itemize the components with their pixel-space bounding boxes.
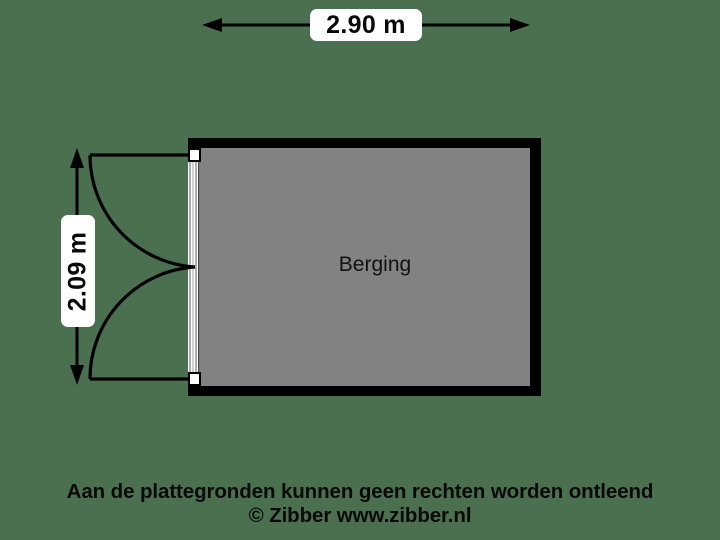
- width-dimension-label: 2.90 m: [310, 9, 422, 41]
- height-dimension-value: 2.09 m: [63, 231, 92, 311]
- footer-copyright-line: © Zibber www.zibber.nl: [248, 504, 472, 527]
- room-floor-berging: [199, 148, 530, 386]
- dimension-arrow-down-icon: [70, 365, 84, 385]
- room-label-berging: Berging: [338, 253, 412, 276]
- footer-disclaimer-line-1: Aan de plattegronden kunnen geen rechten…: [66, 480, 654, 503]
- door-swing-arc-lower: [88, 265, 196, 380]
- height-dimension-label: 2.09 m: [61, 215, 95, 327]
- room-walls: [188, 138, 541, 396]
- door-swing-arc-upper: [88, 154, 196, 269]
- door-swing-arcs: [88, 153, 196, 381]
- width-dimension-value: 2.90 m: [326, 10, 406, 39]
- dimension-arrow-up-icon: [70, 148, 84, 168]
- dimension-arrow-left-icon: [202, 18, 222, 32]
- dimension-arrow-right-icon: [510, 18, 530, 32]
- footer-disclaimer: Aan de plattegronden kunnen geen rechten…: [0, 480, 720, 528]
- door-hinge-bottom: [188, 372, 201, 386]
- door-hinge-top: [188, 148, 201, 162]
